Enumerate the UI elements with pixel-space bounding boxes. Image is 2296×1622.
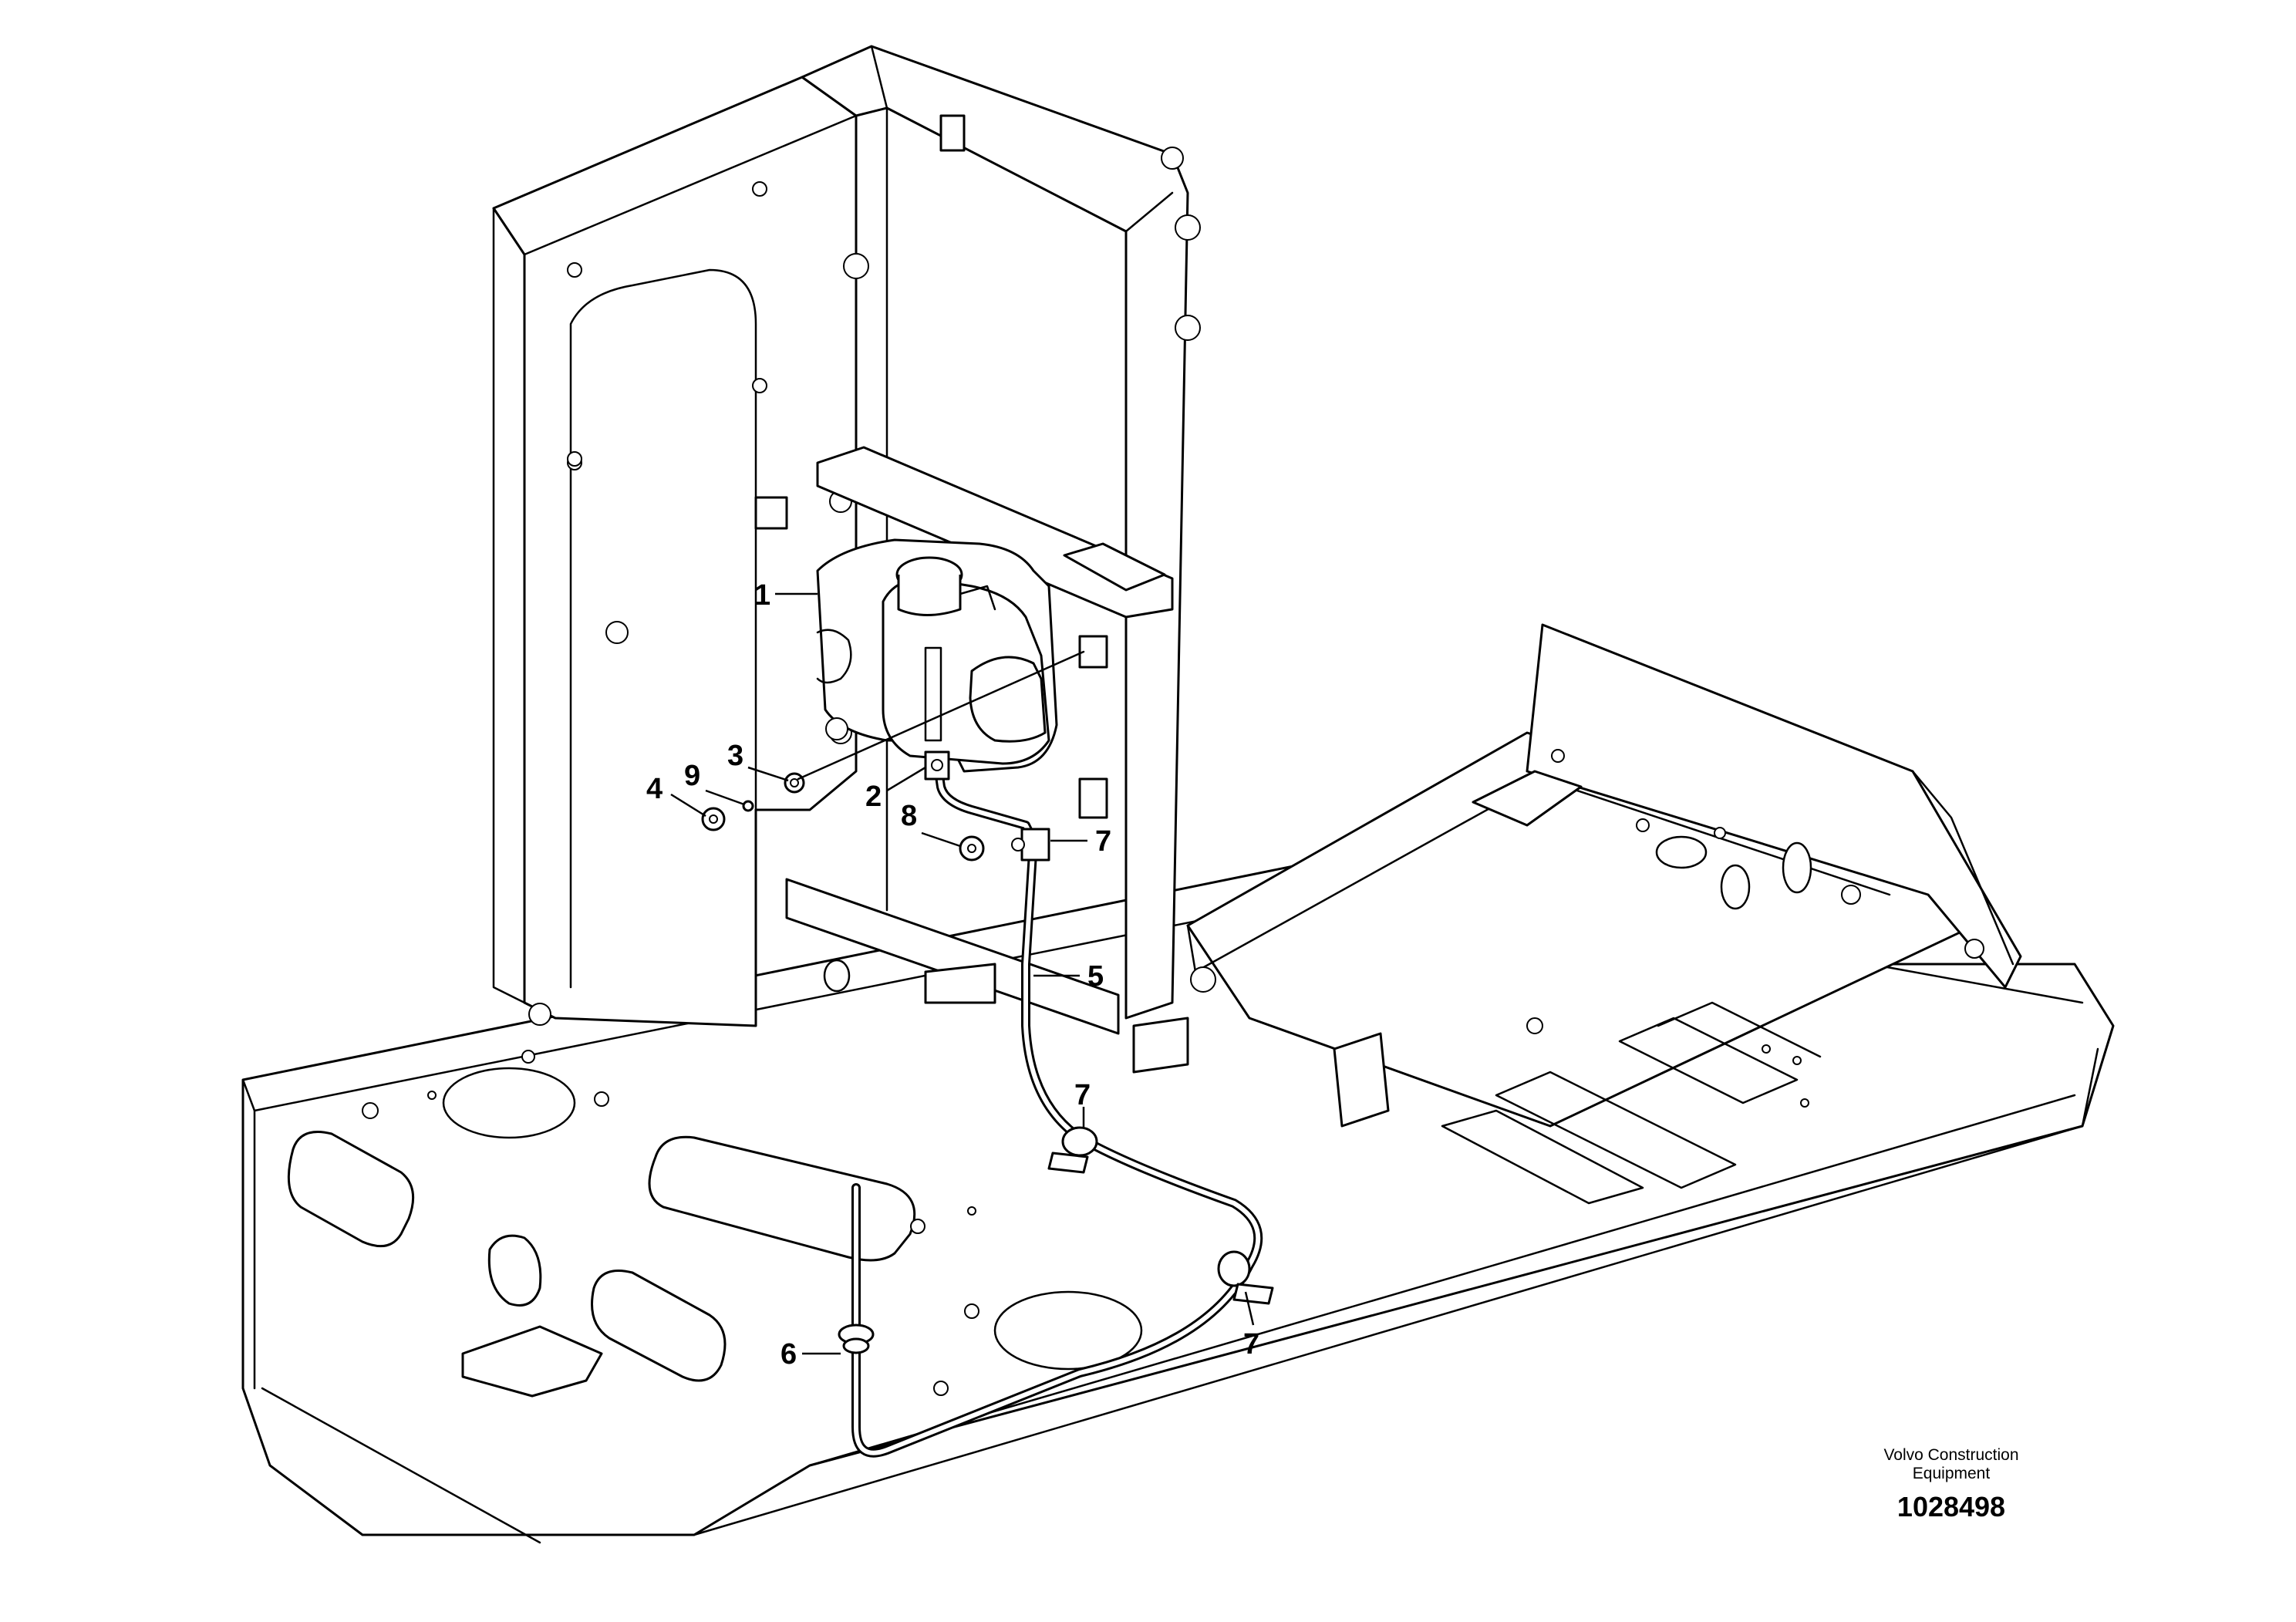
callout-leaders	[670, 592, 1255, 1355]
brand-name-line2: Equipment	[1912, 1465, 1991, 1482]
mounting-frame	[785, 45, 1216, 1074]
callout-4: 4	[646, 773, 663, 805]
washer-reservoir	[816, 538, 1058, 773]
nozzle	[924, 750, 950, 781]
brand-block: Volvo Construction Equipment 1028498	[1836, 1446, 2067, 1523]
callouts: 1 2 3 4 5 6 7 7 7 8 9	[646, 579, 1259, 1371]
bolt-4	[701, 807, 726, 831]
washer-3	[784, 772, 805, 794]
brand-name-line1: Volvo Construction	[1883, 1446, 2019, 1464]
callout-6: 6	[781, 1338, 797, 1371]
mount-block	[1078, 777, 1108, 819]
grommet	[838, 1324, 875, 1354]
washer-9	[742, 800, 754, 812]
callout-2: 2	[865, 781, 882, 813]
hose-clamp-upper	[1011, 828, 1050, 862]
callout-5: 5	[1087, 960, 1104, 993]
callout-8: 8	[901, 800, 917, 832]
screw-axis	[797, 650, 1085, 781]
callout-7-middle: 7	[1074, 1079, 1091, 1111]
hose-clamp-lower	[1217, 1250, 1274, 1305]
right-platform	[1186, 623, 2022, 1205]
bolt-8	[959, 835, 985, 862]
drawing-number: 1028498	[1896, 1491, 2006, 1523]
callout-7-lower: 7	[1243, 1328, 1259, 1361]
callout-9: 9	[684, 760, 700, 792]
callout-3: 3	[727, 740, 743, 772]
hose-clamp-middle	[1047, 1126, 1098, 1174]
left-tall-panel	[492, 76, 858, 1064]
callout-7-upper: 7	[1095, 825, 1111, 858]
washer-hose	[851, 755, 1263, 1458]
callout-1: 1	[754, 579, 770, 612]
